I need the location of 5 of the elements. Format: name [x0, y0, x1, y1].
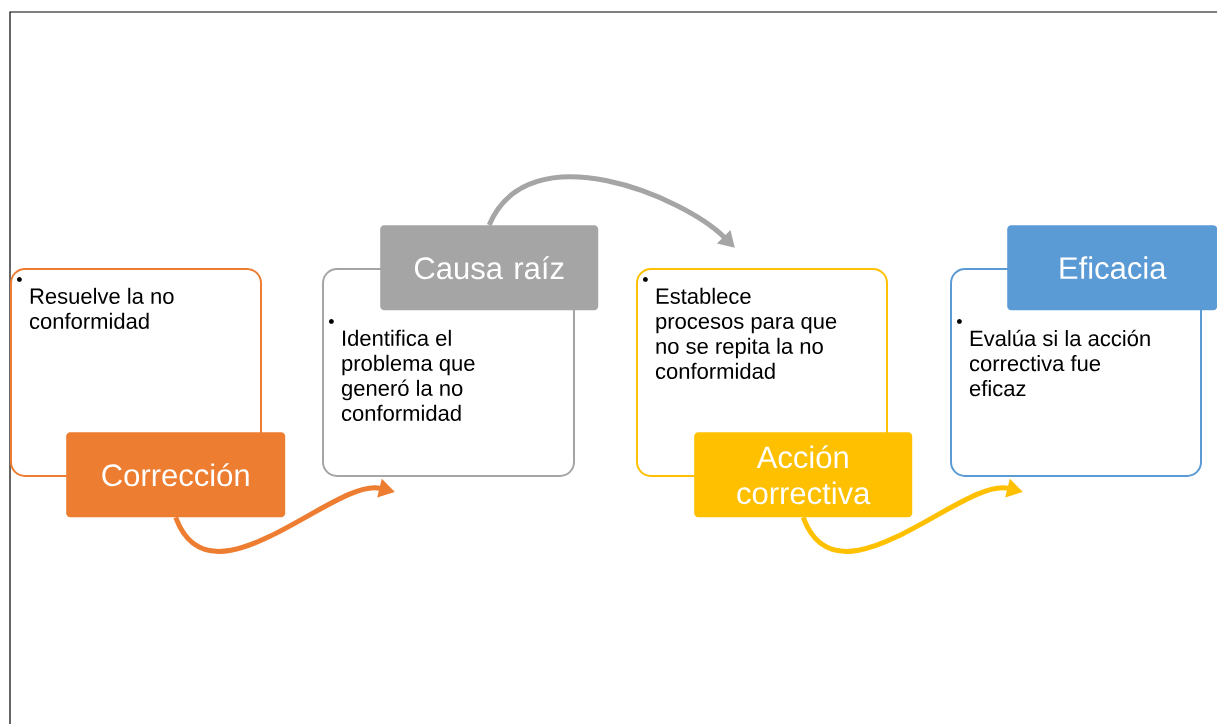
- title-box: Causa raíz: [380, 225, 599, 311]
- curved-arrow: [487, 174, 735, 248]
- title-box: Eficacia: [1007, 225, 1217, 311]
- title-box: Acción correctiva: [694, 432, 913, 518]
- title-box: Corrección: [66, 432, 286, 518]
